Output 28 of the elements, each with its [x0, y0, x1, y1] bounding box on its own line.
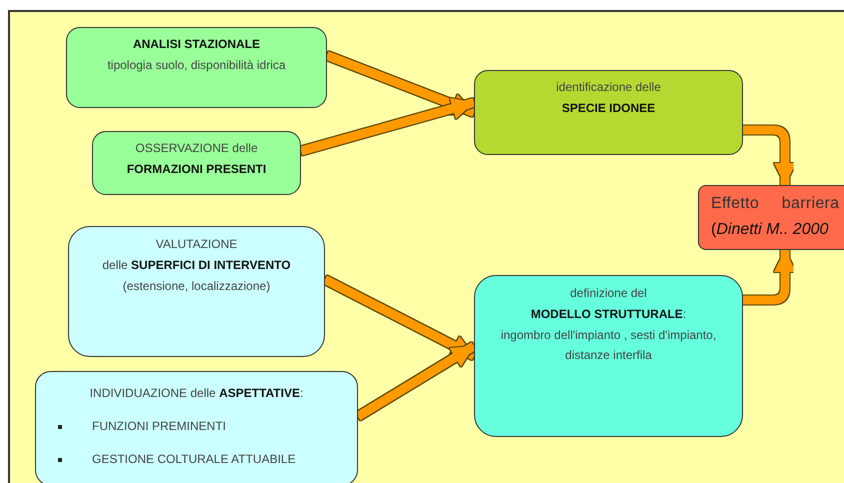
process-box: [92, 131, 301, 195]
list-item: GESTIONE COLTURALE ATTUABILE: [92, 452, 296, 467]
box-text: identificazione delle: [556, 79, 661, 96]
box-text: definizione del: [570, 285, 647, 302]
block-arrow: [300, 98, 476, 156]
box-heading: INDIVIDUAZIONE delle ASPETTATIVE:: [90, 386, 304, 401]
process-box: [68, 226, 325, 357]
box-heading: SPECIE IDONEE: [562, 100, 656, 118]
process-box: [698, 185, 844, 250]
box-heading: ANALISI STAZIONALE: [132, 36, 260, 53]
process-box: [474, 70, 743, 155]
box-text: (estensione, localizzazione): [122, 278, 270, 296]
block-arrow: [325, 51, 476, 117]
process-box: [35, 371, 358, 483]
list-item: FUNZIONI PREMINENTI: [92, 419, 226, 434]
box-text: VALUTAZIONE: [156, 236, 238, 253]
box-text: ingombro dell'impianto , sesti d'impianto, distanze interfila: [500, 327, 718, 364]
process-box: [66, 27, 327, 108]
box-text: OSSERVAZIONE delle: [135, 140, 258, 157]
box-text: delle SUPERFICI DI INTERVENTO: [102, 257, 291, 274]
box-text: tipologia suolo, disponibilità idrica: [107, 57, 286, 74]
box-heading: FORMAZIONI PRESENTI: [126, 161, 266, 178]
citation-text: (Dinetti M.. 2000: [711, 220, 828, 240]
block-arrow: [356, 342, 476, 420]
block-arrow: [322, 276, 476, 360]
box-text: MODELLO STRUTTURALE:: [530, 306, 686, 324]
result-text: Effetto barriera: [711, 194, 840, 214]
process-box: [474, 275, 743, 437]
